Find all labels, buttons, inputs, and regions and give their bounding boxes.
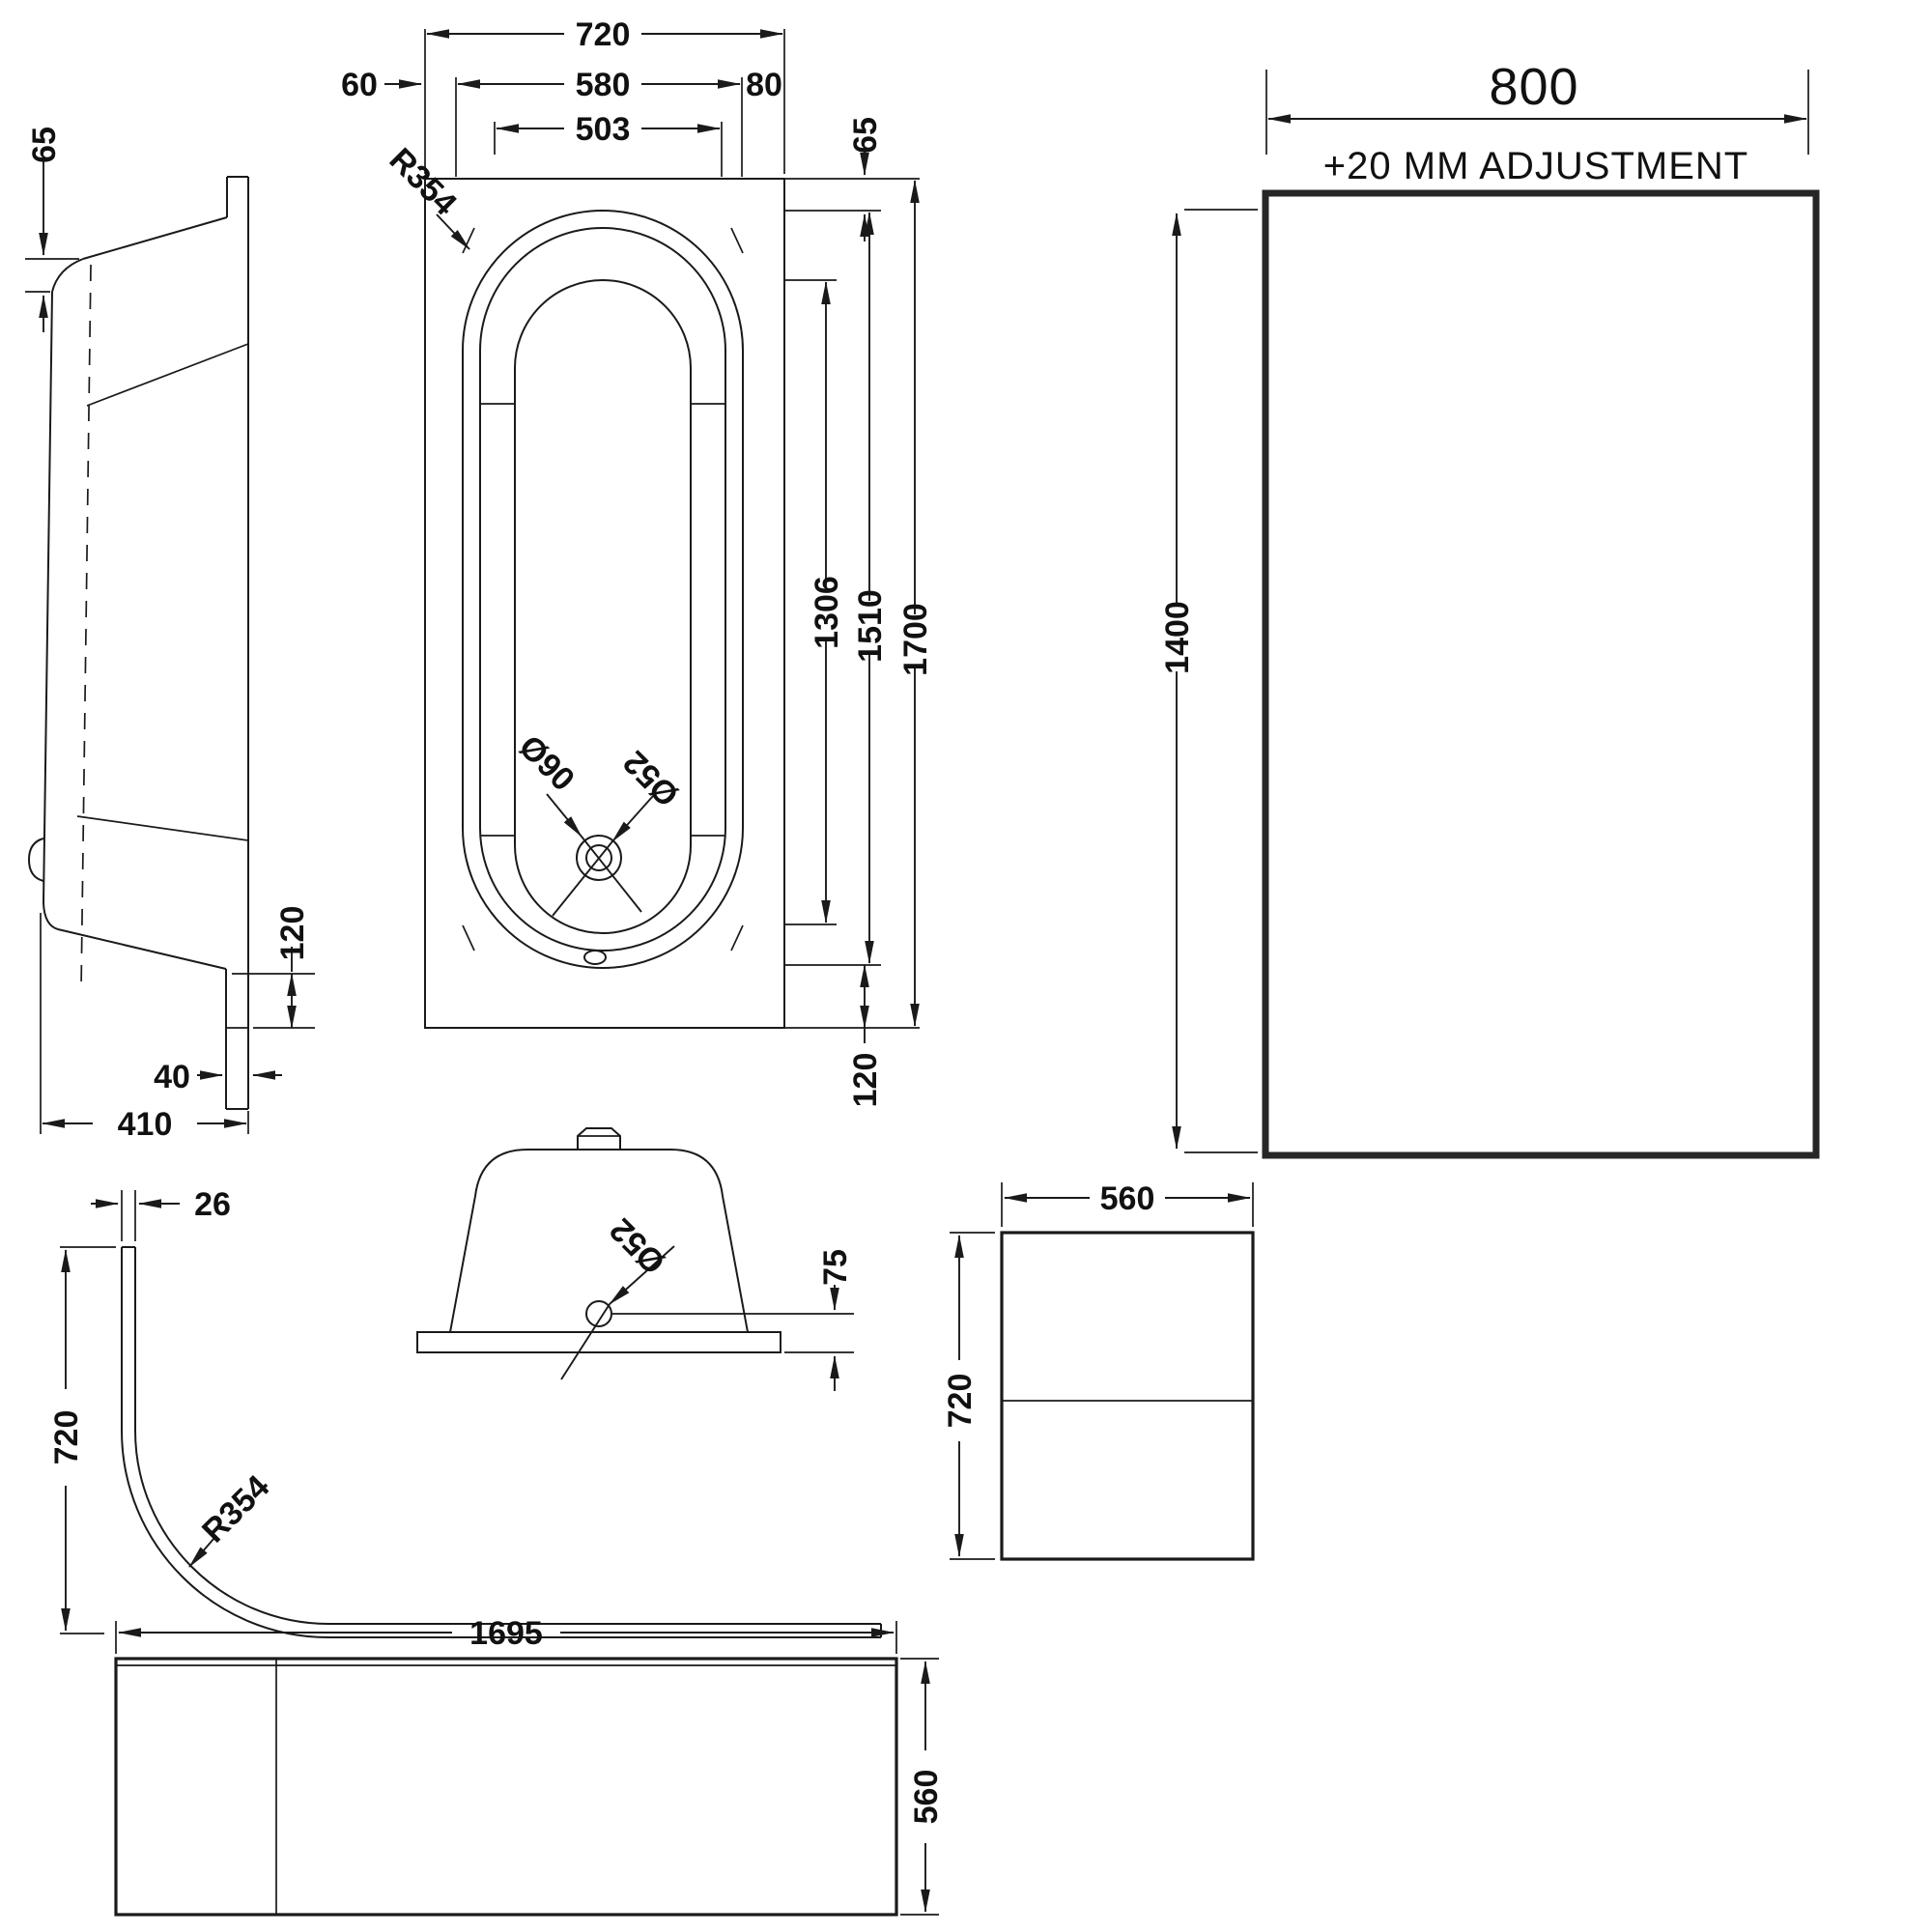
dim-label-side-foot: 40 bbox=[154, 1059, 190, 1095]
dim-label-plan-offset-right: 80 bbox=[746, 67, 782, 103]
dim-label-plan-width: 720 bbox=[576, 16, 631, 53]
dim-section-hole: Ø52 bbox=[560, 1211, 675, 1380]
section-overflow-hole bbox=[585, 1300, 612, 1327]
dim-side-foot-40: 40 bbox=[154, 1059, 282, 1095]
plan-right-dims: 65 1306 1510 1700 120 bbox=[784, 117, 934, 1107]
dim-section-overflow-75: 75 bbox=[612, 1249, 854, 1391]
dim-label-wall-height: 1400 bbox=[1159, 601, 1196, 674]
dim-frontpanel-height-560: 560 bbox=[900, 1658, 945, 1916]
front-panel-view: 1695 560 bbox=[114, 1615, 945, 1917]
plan-rim-outer bbox=[462, 210, 744, 969]
dim-label-profile-height: 720 bbox=[48, 1410, 85, 1465]
plan-overflow bbox=[583, 950, 607, 965]
dim-label-frontpanel-length: 1695 bbox=[469, 1615, 543, 1652]
wall-panel-rect bbox=[1262, 189, 1820, 1159]
dim-label-profile-radius: R354 bbox=[195, 1468, 276, 1549]
dim-frontpanel-length-1695: 1695 bbox=[115, 1615, 897, 1654]
side-hidden-line bbox=[80, 264, 92, 992]
plan-outer-rect bbox=[424, 178, 785, 1029]
side-view-outline bbox=[27, 176, 249, 1110]
side-overflow-bump bbox=[27, 838, 44, 882]
dim-label-side-depth: 410 bbox=[118, 1106, 173, 1143]
dim-label-plan-inner-width: 580 bbox=[576, 67, 631, 103]
section-body bbox=[449, 1149, 749, 1333]
dim-label-plan-floor-width: 503 bbox=[576, 111, 631, 148]
dim-label-plan-inner-length: 1510 bbox=[852, 589, 889, 663]
dim-label-plan-length: 1700 bbox=[897, 603, 934, 676]
plan-floor bbox=[514, 279, 692, 934]
end-panel-rect bbox=[1000, 1231, 1255, 1561]
dim-endpanel-height-720: 720 bbox=[942, 1232, 995, 1560]
dim-wall-width-800: 800 +20 MM ADJUSTMENT bbox=[1265, 58, 1809, 187]
end-panel-view: 560 720 bbox=[942, 1180, 1255, 1561]
dim-label-side-height: 120 bbox=[274, 906, 311, 961]
dim-label-plan-offset-left: 60 bbox=[341, 67, 378, 103]
dim-wall-height-1400: 1400 bbox=[1159, 209, 1258, 1153]
dim-side-depth-410: 410 bbox=[40, 913, 249, 1143]
plan-rim-details bbox=[462, 227, 744, 952]
plan-top-dims: 720 60 580 80 503 R354 bbox=[341, 16, 785, 250]
dim-label-plan-rim-top: 65 bbox=[847, 117, 884, 154]
dim-label-profile-thickness: 26 bbox=[194, 1186, 231, 1223]
section-base-plate bbox=[416, 1331, 781, 1353]
dim-label-endpanel-width: 560 bbox=[1100, 1180, 1155, 1217]
dim-side-height-120: 120 bbox=[232, 906, 315, 1029]
wall-adjustment-note: +20 MM ADJUSTMENT bbox=[1323, 145, 1748, 187]
dim-label-section-overflow: 75 bbox=[817, 1249, 854, 1286]
dim-label-plan-rim-bottom: 120 bbox=[847, 1053, 884, 1108]
profile-inner-curve bbox=[134, 1247, 881, 1625]
dim-label-wall-width: 800 bbox=[1489, 58, 1578, 116]
dim-label-frontpanel-height: 560 bbox=[908, 1770, 945, 1825]
dim-label-drain-inner: Ø52 bbox=[616, 744, 686, 813]
dim-label-side-lip: 65 bbox=[26, 127, 63, 163]
dim-profile-radius: R354 bbox=[188, 1468, 276, 1568]
dim-label-section-hole: Ø52 bbox=[603, 1211, 672, 1281]
plan-rim-inner bbox=[479, 227, 726, 952]
end-elevation-view: Ø52 75 bbox=[416, 1127, 854, 1391]
front-panel-rect bbox=[114, 1657, 898, 1917]
dim-side-lip-65: 65 bbox=[25, 127, 79, 332]
dim-label-plan-floor-length: 1306 bbox=[809, 576, 845, 649]
profile-outer-curve bbox=[121, 1247, 881, 1638]
dim-label-endpanel-height: 720 bbox=[942, 1374, 979, 1429]
dim-profile-thickness-26: 26 bbox=[91, 1186, 231, 1241]
wall-panel-view: 800 +20 MM ADJUSTMENT 1400 bbox=[1159, 58, 1820, 1159]
plan-view: Ø90 Ø52 720 60 580 80 503 R354 bbox=[341, 16, 934, 1107]
side-view: 65 120 40 410 bbox=[25, 127, 315, 1143]
dim-profile-height-720: 720 bbox=[48, 1246, 116, 1634]
dim-label-drain-outer: Ø90 bbox=[512, 728, 582, 798]
dim-endpanel-width-560: 560 bbox=[1001, 1180, 1254, 1227]
section-nub bbox=[577, 1127, 621, 1150]
plan-drain: Ø90 Ø52 bbox=[512, 728, 686, 965]
dim-label-plan-radius: R354 bbox=[383, 141, 464, 222]
